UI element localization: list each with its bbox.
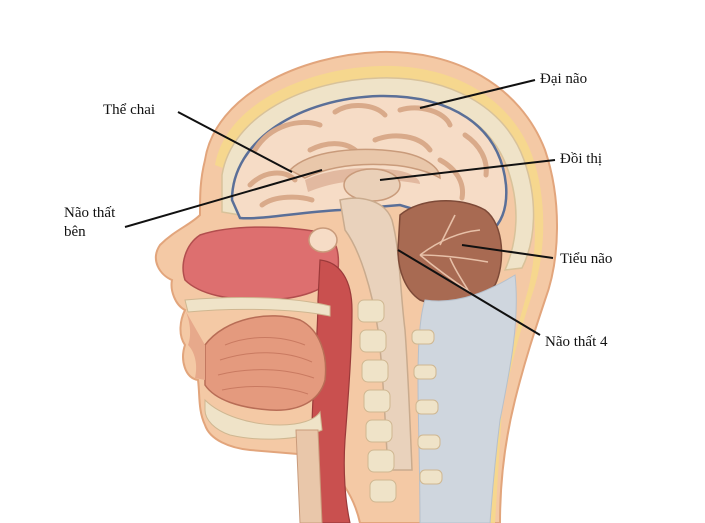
tongue-fibers bbox=[217, 337, 315, 395]
palate bbox=[184, 297, 331, 317]
thalamus bbox=[343, 168, 401, 202]
label-cerebellum: Tiểu não bbox=[560, 251, 613, 267]
label-thalamus: Đồi thị bbox=[560, 151, 603, 167]
leader-line-fourth-ventricle bbox=[397, 249, 541, 336]
label-lateral-ventricle-line1: Não thất bbox=[64, 205, 116, 221]
leader-line-cerebellum bbox=[461, 244, 554, 259]
leader-lines bbox=[124, 79, 556, 336]
label-fourth-ventricle: Não thất 4 bbox=[545, 334, 608, 350]
neck-muscles bbox=[417, 274, 517, 523]
cerebellum bbox=[397, 200, 503, 306]
leader-line-corpus-callosum bbox=[177, 111, 293, 173]
leader-line-thalamus bbox=[379, 159, 556, 181]
label-lateral-ventricle-line2: bên bbox=[64, 224, 86, 240]
label-corpus-callosum: Thể chai bbox=[103, 102, 156, 118]
trachea bbox=[295, 429, 323, 523]
tongue bbox=[204, 315, 327, 411]
vertebrae bbox=[357, 299, 443, 503]
label-cerebrum: Đại não bbox=[540, 71, 588, 87]
leader-line-lateral-ventricle bbox=[124, 169, 323, 228]
subcutaneous-fat bbox=[215, 65, 544, 523]
leader-line-cerebrum bbox=[419, 79, 536, 109]
sphenoid-sinus bbox=[308, 227, 338, 253]
arbor-vitae bbox=[419, 214, 489, 293]
corpus-callosum bbox=[288, 148, 441, 180]
mandible bbox=[204, 398, 323, 440]
lips bbox=[185, 310, 205, 380]
